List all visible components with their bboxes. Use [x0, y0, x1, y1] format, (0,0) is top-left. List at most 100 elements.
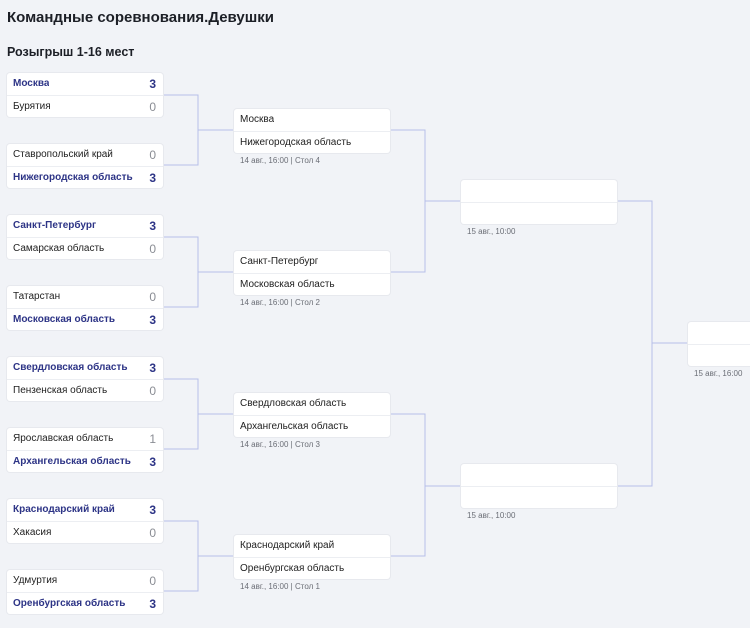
participant-row[interactable]: Оренбургская область 3	[7, 592, 163, 614]
team-score: 3	[149, 170, 156, 185]
team-name: Архангельская область	[240, 420, 349, 432]
final-match-card[interactable]	[688, 322, 750, 366]
match-info: 15 авг., 10:00	[467, 227, 516, 236]
participant-row[interactable]: Пензенская область 0	[7, 379, 163, 401]
participant-row[interactable]: Москва 3	[7, 73, 163, 95]
participant-row[interactable]: Москва	[234, 109, 390, 131]
team-score: 0	[149, 383, 156, 398]
team-name: Московская область	[240, 278, 335, 290]
team-name: Нижегородская область	[240, 136, 352, 148]
page-title: Командные соревнования.Девушки	[7, 9, 274, 26]
team-score: 1	[149, 432, 156, 446]
participant-row[interactable]: Свердловская область	[234, 393, 390, 415]
participant-row[interactable]: Самарская область 0	[7, 237, 163, 259]
team-name: Оренбургская область	[240, 562, 345, 574]
team-score: 3	[149, 503, 156, 517]
team-name: Архангельская область	[13, 455, 131, 467]
match-info: 14 авг., 16:00 | Стол 2	[240, 298, 320, 307]
participant-row[interactable]: Краснодарский край 3	[7, 499, 163, 521]
connector-r1-m1	[163, 94, 199, 166]
participant-row[interactable]: Свердловская область 3	[7, 357, 163, 379]
participant-row[interactable]	[461, 202, 617, 224]
participant-row[interactable]: Татарстан 0	[7, 286, 163, 308]
participant-row[interactable]: Архангельская область 3	[7, 450, 163, 472]
connector-r3	[618, 200, 653, 487]
participant-row[interactable]: Московская область 3	[7, 308, 163, 330]
team-score: 3	[149, 77, 156, 91]
team-name: Краснодарский край	[13, 504, 115, 515]
section-title: Розыгрыш 1-16 мест	[7, 45, 135, 59]
team-name: Москва	[240, 114, 275, 125]
participant-row[interactable]: Краснодарский край	[234, 535, 390, 557]
team-name: Пензенская область	[13, 384, 108, 396]
match-info: 15 авг., 16:00	[694, 369, 743, 378]
semifinal-match-card[interactable]	[461, 180, 617, 224]
team-name: Хакасия	[13, 526, 52, 538]
team-score: 0	[149, 525, 156, 540]
participant-row[interactable]	[688, 322, 750, 344]
match-info: 14 авг., 16:00 | Стол 3	[240, 440, 320, 449]
team-score: 0	[149, 574, 156, 588]
participant-row[interactable]: Хакасия 0	[7, 521, 163, 543]
team-name: Оренбургская область	[13, 597, 126, 609]
participant-row[interactable]: Оренбургская область	[234, 557, 390, 579]
match-info: 15 авг., 10:00	[467, 511, 516, 520]
team-name: Ставропольский край	[13, 149, 113, 160]
participant-row[interactable]: Нижегородская область	[234, 131, 390, 153]
team-score: 3	[149, 312, 156, 327]
team-score: 0	[149, 148, 156, 162]
team-name: Московская область	[13, 313, 116, 325]
participant-row[interactable]: Ярославская область 1	[7, 428, 163, 450]
participant-row[interactable]: Удмуртия 0	[7, 570, 163, 592]
participant-row[interactable]	[461, 180, 617, 202]
connector-r1-m4	[163, 520, 199, 592]
team-name: Ярославская область	[13, 433, 114, 444]
connector-r2-b	[390, 413, 426, 557]
team-score: 3	[149, 361, 156, 375]
match-info: 14 авг., 16:00 | Стол 4	[240, 156, 320, 165]
team-score: 3	[149, 454, 156, 469]
team-score: 3	[149, 596, 156, 611]
semifinal-match-card[interactable]	[461, 464, 617, 508]
participant-row[interactable]	[461, 486, 617, 508]
participant-row[interactable]	[688, 344, 750, 366]
team-score: 0	[149, 290, 156, 304]
participant-row[interactable]: Санкт-Петербург	[234, 251, 390, 273]
team-name: Свердловская область	[13, 362, 128, 373]
team-name: Краснодарский край	[240, 540, 335, 551]
team-name: Санкт-Петербург	[240, 256, 319, 267]
participant-row[interactable]	[461, 464, 617, 486]
connector-r1-m2	[163, 236, 199, 308]
team-name: Татарстан	[13, 291, 61, 302]
participant-row[interactable]: Нижегородская область 3	[7, 166, 163, 188]
participant-row[interactable]: Архангельская область	[234, 415, 390, 437]
participant-row[interactable]: Московская область	[234, 273, 390, 295]
team-name: Самарская область	[13, 242, 105, 254]
team-name: Москва	[13, 78, 50, 89]
team-name: Свердловская область	[240, 398, 347, 409]
connector-r2-a	[390, 129, 426, 273]
team-name: Бурятия	[13, 100, 51, 112]
connector-r1-m3	[163, 378, 199, 450]
team-name: Удмуртия	[13, 575, 58, 586]
team-score: 0	[149, 241, 156, 256]
team-name: Санкт-Петербург	[13, 220, 97, 231]
participant-row[interactable]: Ставропольский край 0	[7, 144, 163, 166]
match-info: 14 авг., 16:00 | Стол 1	[240, 582, 320, 591]
team-name: Нижегородская область	[13, 171, 133, 183]
